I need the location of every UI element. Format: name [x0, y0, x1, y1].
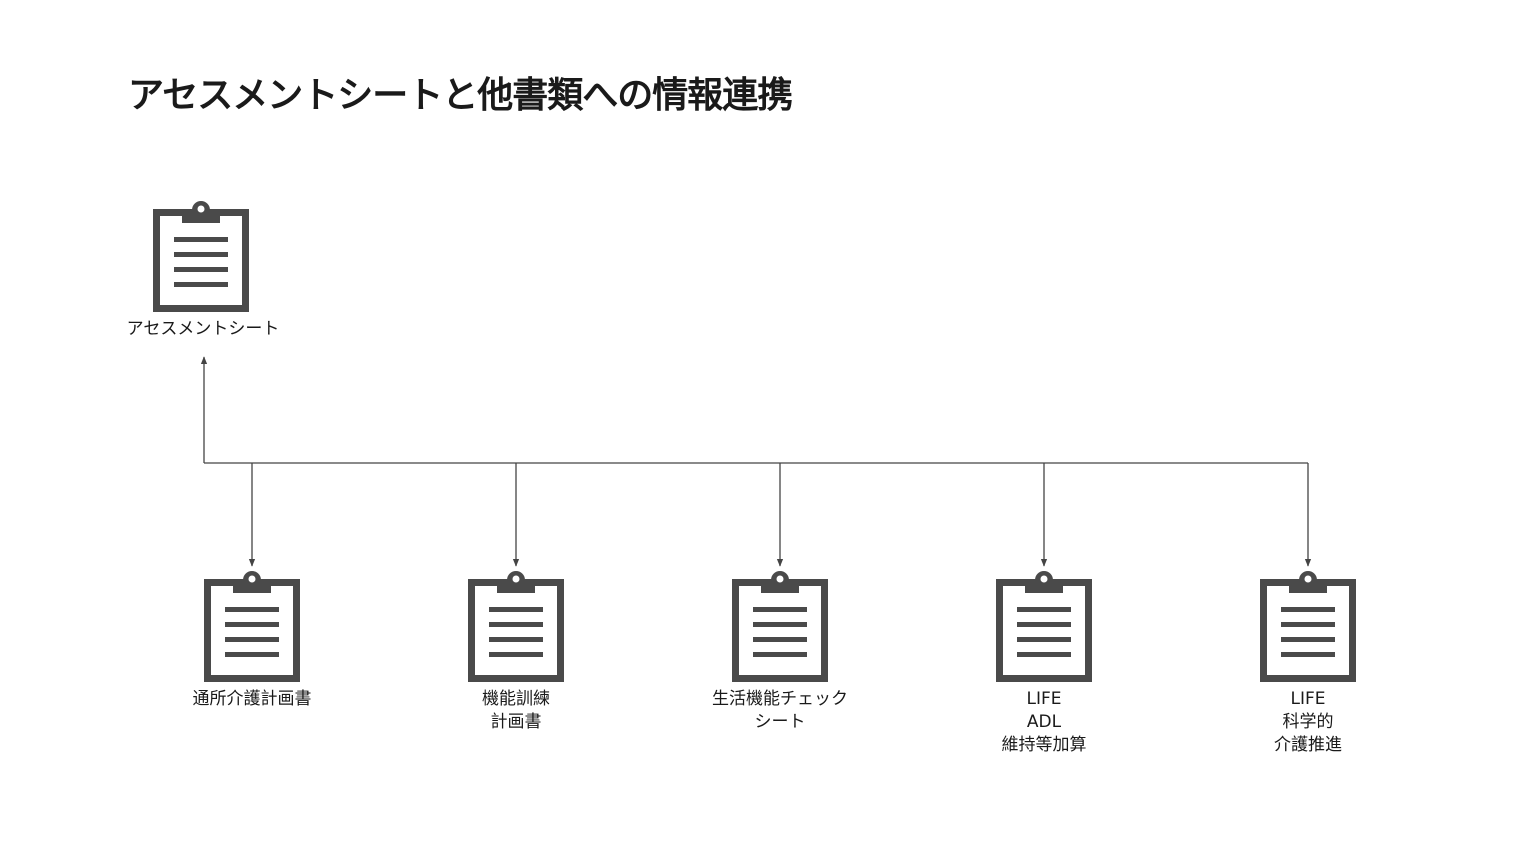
- label-line: アセスメントシート: [126, 319, 280, 339]
- clipboard-icon: [153, 201, 249, 312]
- label-line: 生活機能チェック: [712, 689, 848, 709]
- label-line: 科学的: [1282, 712, 1334, 732]
- label-line: 通所介護計画書: [192, 689, 312, 709]
- clipboard-icon: [1260, 571, 1356, 682]
- source-document-label: アセスメントシート: [103, 318, 303, 341]
- target-document-label-care-plan: 通所介護計画書: [152, 688, 352, 711]
- clipboard-icon: [996, 571, 1092, 682]
- label-line: シート: [754, 712, 806, 732]
- label-line: 維持等加算: [1001, 735, 1087, 755]
- clipboard-icon: [204, 571, 300, 682]
- target-document-label-functional-training-plan: 機能訓練 計画書: [416, 688, 616, 734]
- clipboard-icon: [732, 571, 828, 682]
- label-line: ADL: [1026, 712, 1062, 732]
- label-line: 機能訓練: [482, 689, 550, 709]
- target-document-label-life-scientific-care: LIFE 科学的 介護推進: [1208, 688, 1408, 757]
- label-line: 計画書: [490, 712, 542, 732]
- label-line: LIFE: [1026, 689, 1062, 709]
- clipboard-icon: [468, 571, 564, 682]
- label-line: LIFE: [1290, 689, 1326, 709]
- page-title: アセスメントシートと他書類への情報連携: [128, 75, 793, 116]
- target-document-label-life-adl: LIFE ADL 維持等加算: [944, 688, 1144, 757]
- label-line: 介護推進: [1274, 735, 1342, 755]
- target-document-label-living-function-check: 生活機能チェック シート: [680, 688, 880, 734]
